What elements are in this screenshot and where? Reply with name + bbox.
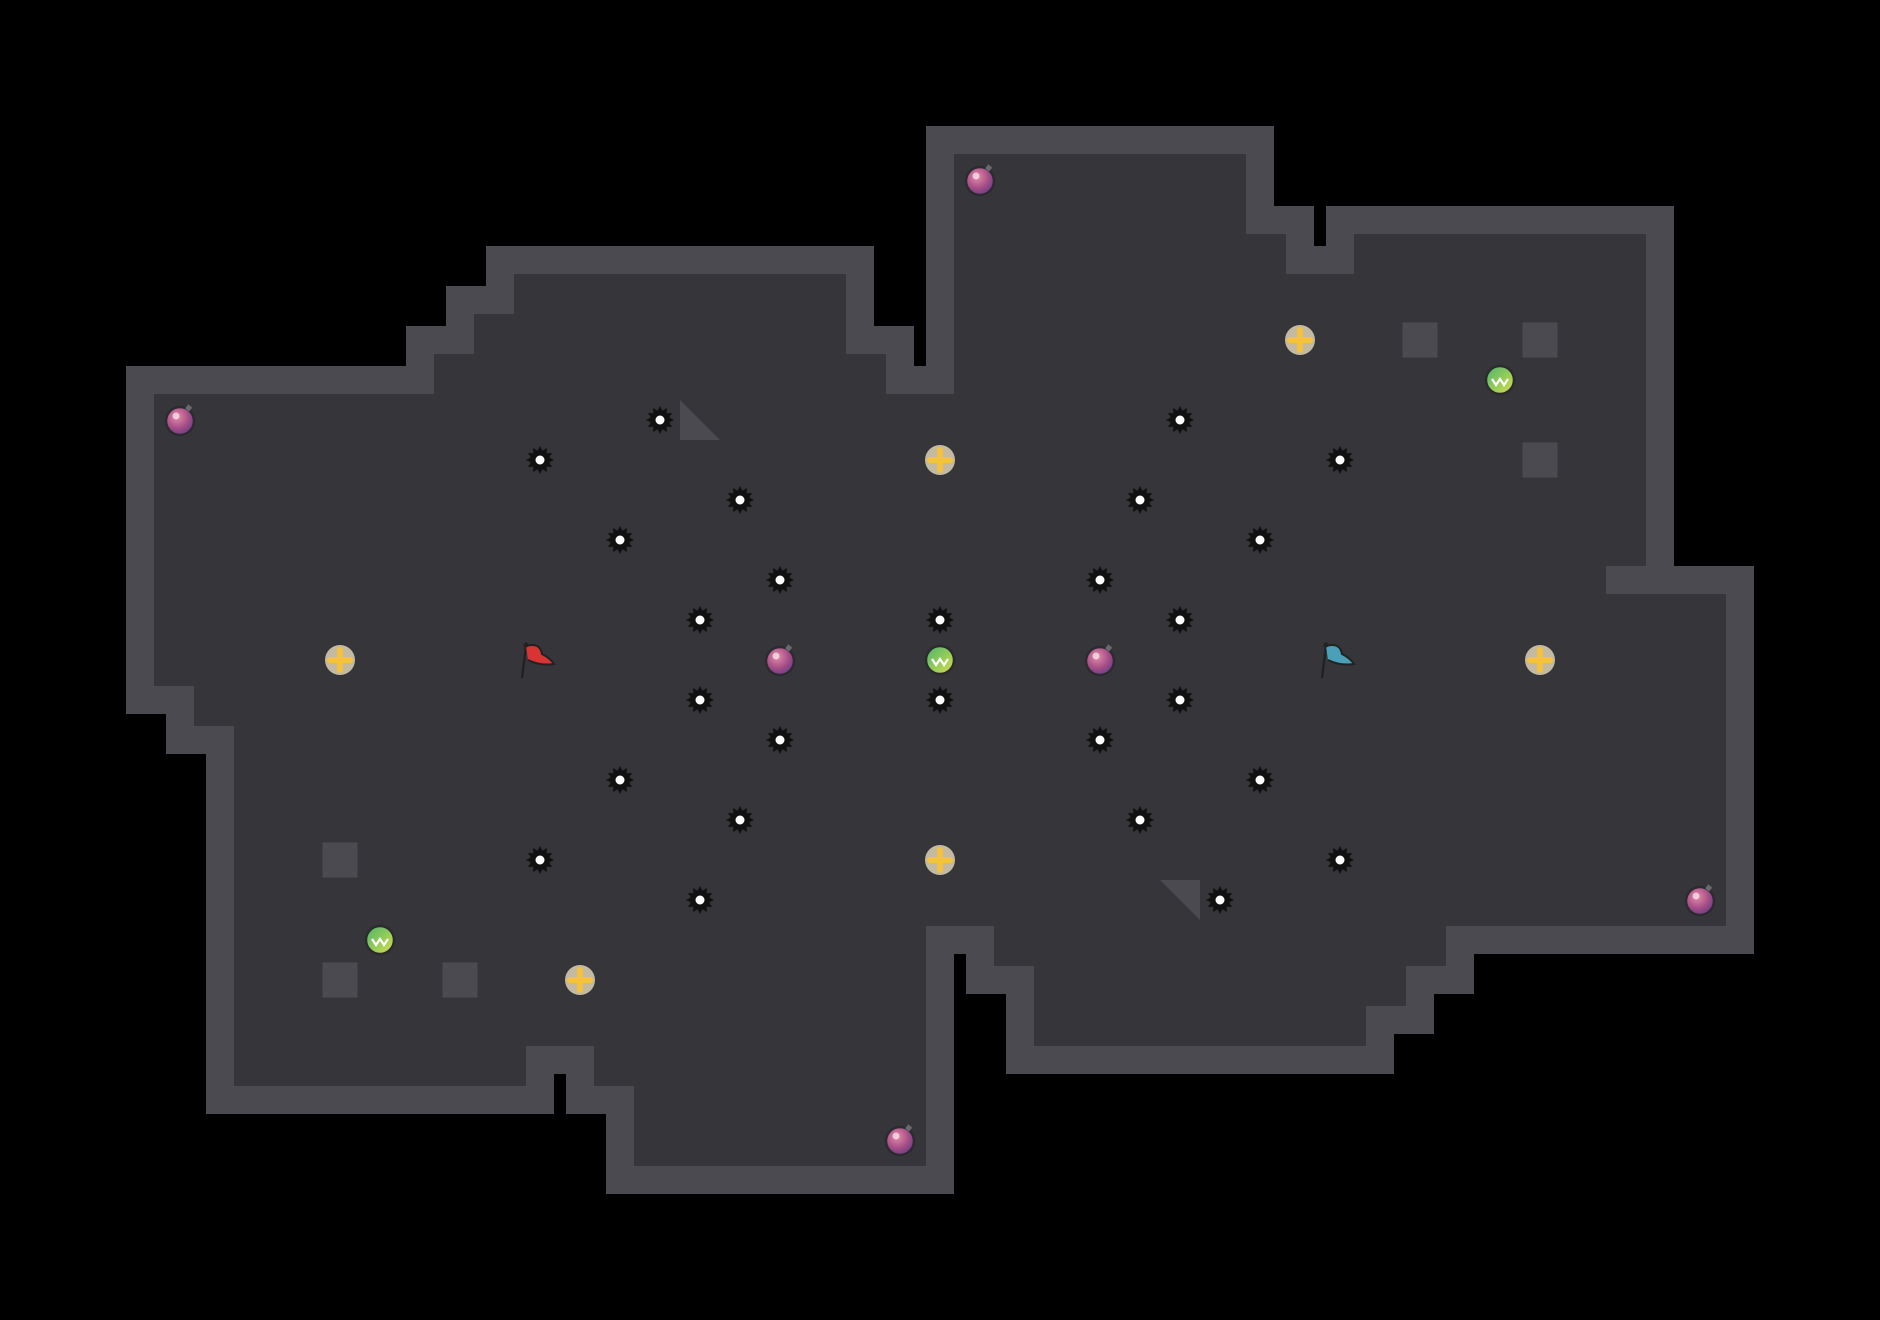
boost-icon xyxy=(565,965,595,995)
wall-block xyxy=(1399,319,1441,361)
wall-block xyxy=(319,839,361,881)
bomb-icon xyxy=(164,404,196,437)
spike-icon xyxy=(766,726,794,754)
spike-icon xyxy=(526,446,554,474)
wall-block xyxy=(319,959,361,1001)
spike-icon xyxy=(726,806,754,834)
boost-icon xyxy=(925,445,955,475)
spike-icon xyxy=(1326,846,1354,874)
boost-icon xyxy=(1285,325,1315,355)
boost-icon xyxy=(1525,645,1555,675)
spike-icon xyxy=(1126,806,1154,834)
spike-icon xyxy=(686,886,714,914)
wall-edge xyxy=(1034,994,1366,1046)
red-flag-icon xyxy=(520,642,556,679)
angled-wall-tile xyxy=(1160,880,1200,920)
spike-icon xyxy=(1166,606,1194,634)
powerup-icon xyxy=(364,924,396,956)
spike-icon xyxy=(526,846,554,874)
spike-icon xyxy=(1126,486,1154,514)
spike-icon xyxy=(766,566,794,594)
spike-icon xyxy=(726,486,754,514)
bomb-icon xyxy=(964,164,996,197)
wall-block xyxy=(1519,319,1561,361)
powerup-icon xyxy=(1484,364,1516,396)
boost-icon xyxy=(325,645,355,675)
spike-icon xyxy=(1246,766,1274,794)
powerup-icon xyxy=(924,644,956,676)
spike-icon xyxy=(926,606,954,634)
blue-flag-icon xyxy=(1320,642,1356,679)
spike-icon xyxy=(1166,406,1194,434)
bomb-icon xyxy=(1684,884,1716,917)
spike-icon xyxy=(926,686,954,714)
spike-icon xyxy=(1086,726,1114,754)
spike-icon xyxy=(686,686,714,714)
wall-block xyxy=(439,959,481,1001)
spike-icon xyxy=(606,766,634,794)
wall-edge xyxy=(634,1114,926,1166)
spike-icon xyxy=(1206,886,1234,914)
bomb-icon xyxy=(764,644,796,677)
bomb-icon xyxy=(884,1124,916,1157)
spike-icon xyxy=(606,526,634,554)
bomb-icon xyxy=(1084,644,1116,677)
spike-icon xyxy=(686,606,714,634)
spike-icon xyxy=(646,406,674,434)
entities xyxy=(164,164,1716,1157)
walls xyxy=(126,126,1754,1194)
spike-icon xyxy=(1246,526,1274,554)
spike-icon xyxy=(1166,686,1194,714)
spike-icon xyxy=(1086,566,1114,594)
angled-wall-tile xyxy=(680,400,720,440)
spike-icon xyxy=(1326,446,1354,474)
wall-block xyxy=(1519,439,1561,481)
wall-edge xyxy=(234,1034,526,1086)
boost-icon xyxy=(925,845,955,875)
